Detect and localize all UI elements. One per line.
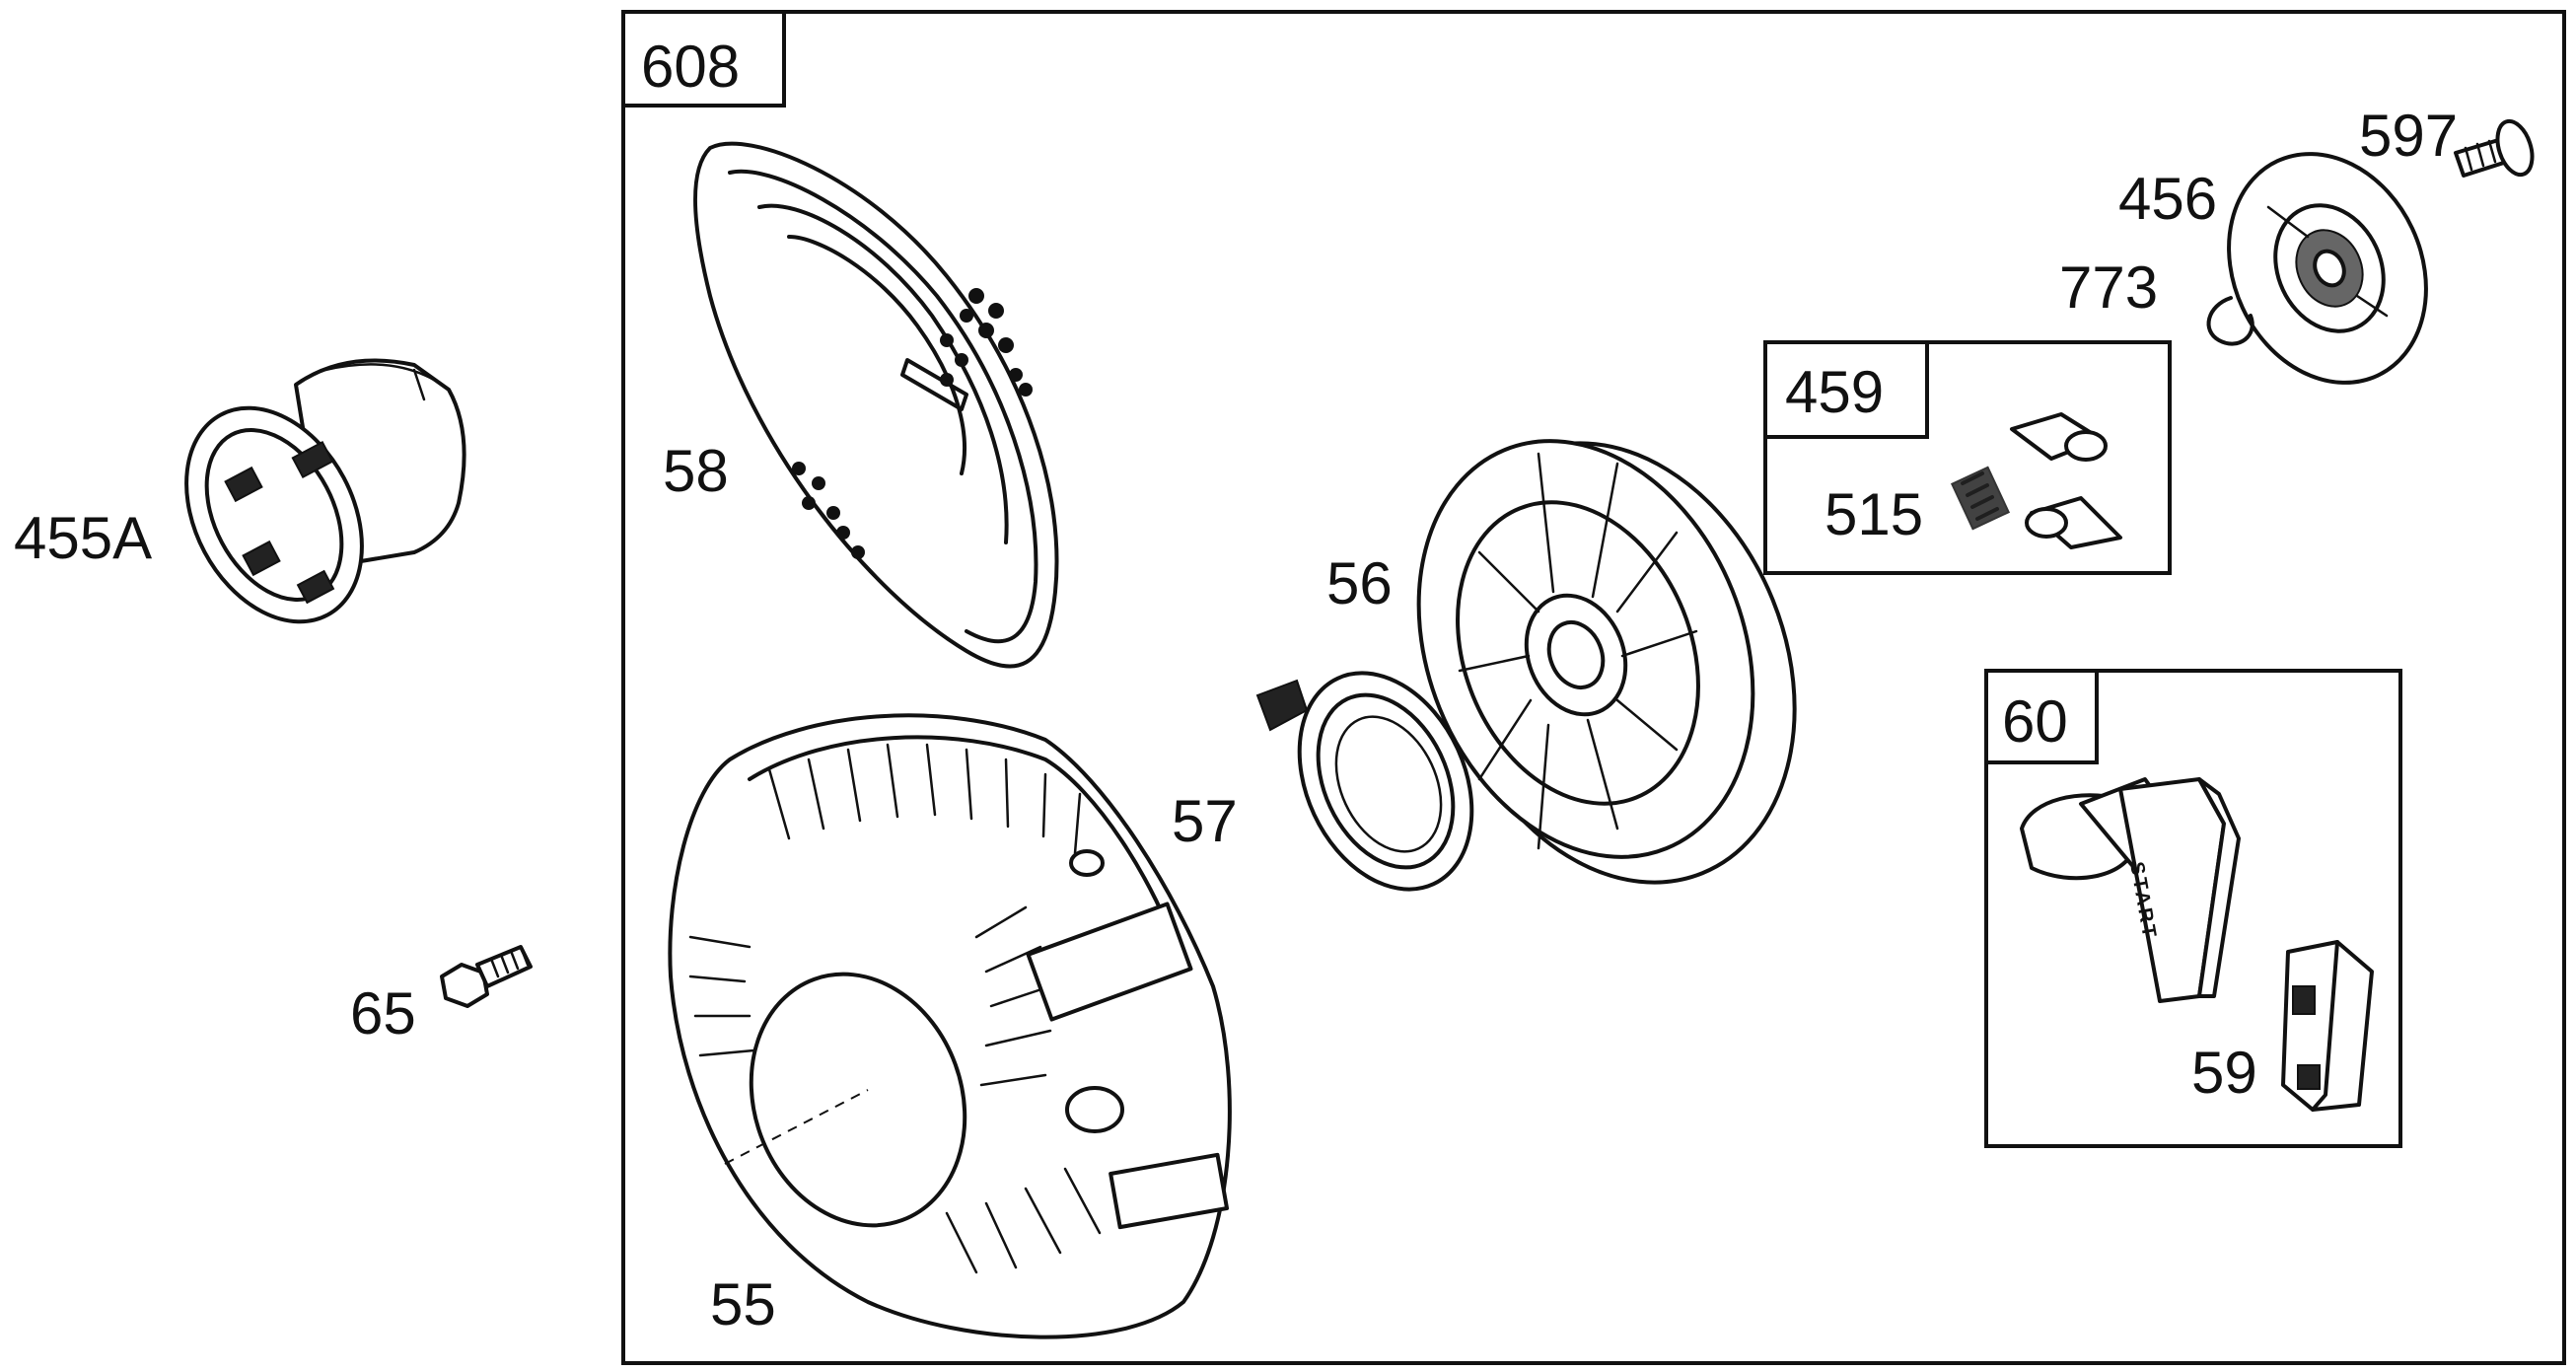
kit-60-tag-box <box>1984 669 2099 764</box>
pawl-spring-part <box>1950 412 2122 549</box>
pulley-spokes <box>1458 452 1698 850</box>
kit-608-frame <box>621 10 2566 1365</box>
kit-608-tag-box <box>621 10 786 108</box>
screw-part <box>2454 118 2535 178</box>
pulley-part <box>1416 439 1797 885</box>
handle-insert-part <box>2281 940 2374 1112</box>
part-label-55: 55 <box>710 1271 776 1337</box>
recoil-spring-part <box>693 141 1059 669</box>
starter-housing-part <box>668 713 1232 1339</box>
kit-459-tag: 459 <box>1785 359 1884 425</box>
part-label-773: 773 <box>2059 254 2158 321</box>
retainer-plate-part <box>2227 152 2428 385</box>
starter-cup-part <box>184 358 466 624</box>
starter-handle-part: START <box>2020 777 2241 1003</box>
kit-608-group: 608 <box>621 10 2566 1365</box>
part-label-56: 56 <box>1326 550 1393 616</box>
part-label-515: 515 <box>1825 481 1923 547</box>
kit-459-group: 459 <box>1763 340 2172 575</box>
spring-coil-hatch <box>792 288 1033 559</box>
retaining-ring-part <box>2206 296 2254 346</box>
kit-60-group: 60 <box>1984 669 2402 1148</box>
part-label-456: 456 <box>2118 166 2217 232</box>
part-label-58: 58 <box>663 438 729 504</box>
spring-cup-part <box>1255 671 1474 892</box>
part-label-597: 597 <box>2359 103 2458 169</box>
part-label-57: 57 <box>1172 788 1238 854</box>
part-label-455A: 455A <box>14 505 152 571</box>
part-label-65: 65 <box>350 980 416 1047</box>
kit-459-frame <box>1763 340 2172 575</box>
part-label-59: 59 <box>2191 1040 2257 1106</box>
kit-608-tag: 608 <box>641 34 740 100</box>
housing-vents <box>688 743 1230 1274</box>
kit-60-frame <box>1984 669 2402 1148</box>
kit-60-tag: 60 <box>2002 688 2068 755</box>
kit-459-tag-box <box>1763 340 1929 439</box>
bolt-part <box>440 945 533 1008</box>
